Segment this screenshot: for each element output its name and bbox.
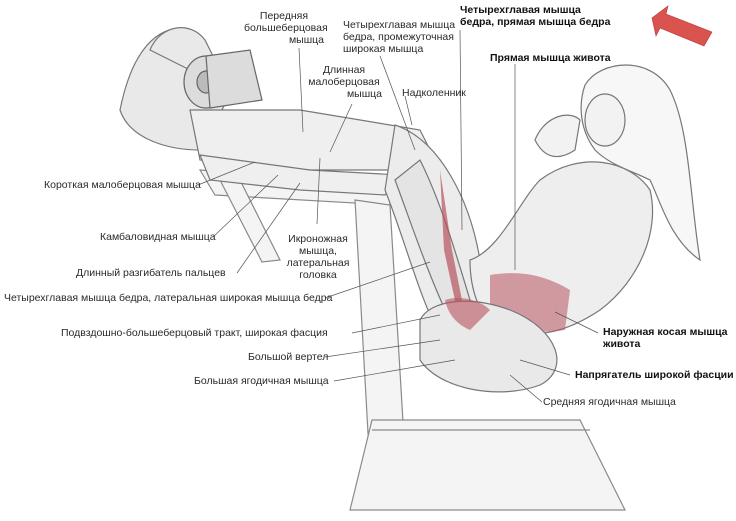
label-line: Средняя ягодичная мышца (543, 396, 676, 408)
direction-arrow (651, 5, 713, 47)
label-line: головка (299, 269, 337, 281)
label-greater-trochanter: Большой вертел (248, 351, 328, 363)
label-line: Длинная (322, 64, 366, 76)
label-line: Наружная косая мышца (603, 326, 728, 338)
label-line: Прямая мышца живота (490, 52, 611, 64)
foot-roller (183, 49, 263, 109)
label-peroneus-longus: Длинная малоберцовая мышца (306, 64, 382, 100)
decline-bench (198, 169, 626, 511)
label-line: широкая мышца (343, 43, 424, 55)
label-line: Передняя (259, 10, 309, 22)
label-line: малоберцовая (308, 76, 380, 88)
label-line: мышца, (299, 245, 337, 257)
label-line: Четырехглавая мышца (343, 19, 456, 31)
label-line: живота (603, 338, 641, 350)
label-line: Подвздошно-большеберцовый тракт, широкая… (61, 327, 328, 339)
label-quad-vastus-lateralis: Четырехглавая мышца бедра, латеральная ш… (4, 292, 332, 304)
label-line: Длинный разгибатель пальцев (76, 267, 226, 279)
label-quad-vastus-intermedius: Четырехглавая мышца бедра, промежуточная… (343, 19, 455, 55)
label-line: Камбаловидная мышца (100, 231, 216, 243)
label-line: латеральная (286, 257, 350, 269)
head (534, 64, 701, 262)
label-line: Четырехглавая мышца (460, 4, 581, 16)
hips (419, 298, 558, 393)
label-tensor-fasciae-latae: Напрягатель широкой фасции (575, 369, 734, 381)
label-gastrocnemius-lateral: Икроножная мышца, латеральная головка (278, 233, 358, 281)
label-line: Большой вертел (248, 351, 329, 363)
leader-lines (197, 29, 599, 403)
label-quad-rectus-femoris: Четырехглавая мышца бедра, прямая мышца … (460, 4, 610, 28)
label-rectus-abdominis: Прямая мышца живота (490, 52, 611, 64)
label-gluteus-medius: Средняя ягодичная мышца (543, 396, 676, 408)
label-peroneus-brevis: Короткая малоберцовая мышца (44, 179, 201, 191)
label-line: Четырехглавая мышца бедра, латеральная ш… (4, 292, 333, 304)
label-tibialis-anterior: Передняя большеберцовая мышца (244, 10, 328, 46)
label-line: большеберцовая (244, 22, 328, 34)
label-iliotibial-tract: Подвздошно-большеберцовый тракт, широкая… (61, 327, 328, 339)
label-line: Напрягатель широкой фасции (575, 369, 734, 381)
label-line: мышца (346, 88, 382, 100)
label-patella: Надколенник (402, 87, 466, 99)
label-line: Короткая малоберцовая мышца (44, 179, 201, 191)
label-extensor-digitorum-longus: Длинный разгибатель пальцев (76, 267, 226, 279)
label-soleus: Камбаловидная мышца (100, 231, 216, 243)
label-line: Большая ягодичная мышца (194, 375, 329, 387)
label-external-oblique: Наружная косая мышца живота (603, 326, 728, 350)
label-line: бедра, прямая мышца бедра (460, 16, 611, 28)
label-line: Надколенник (402, 87, 466, 99)
label-line: мышца (288, 34, 324, 46)
label-gluteus-maximus: Большая ягодичная мышца (194, 375, 329, 387)
label-line: Икроножная (288, 233, 348, 245)
label-line: бедра, промежуточная (343, 31, 454, 43)
